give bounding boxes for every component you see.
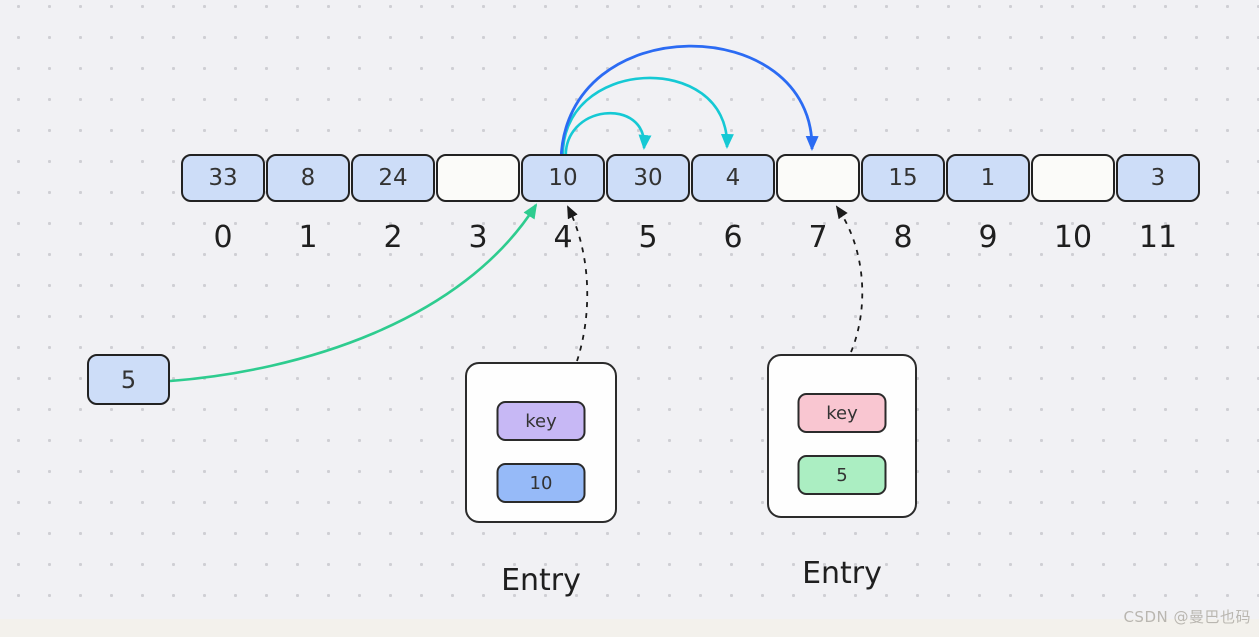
array-cell-value-8: 15 bbox=[888, 165, 918, 191]
index-label-9: 9 bbox=[978, 220, 998, 255]
array-cell-value-1: 8 bbox=[300, 165, 316, 191]
entry2-value-pill: 5 bbox=[797, 455, 887, 495]
index-label-7: 7 bbox=[808, 220, 828, 255]
index-label-3: 3 bbox=[468, 220, 488, 255]
array-cell-4: 10 bbox=[521, 154, 605, 202]
index-label-4: 4 bbox=[553, 220, 573, 255]
array-cell-6: 4 bbox=[691, 154, 775, 202]
probe-value-box: 5 bbox=[87, 354, 170, 405]
array-cell-value-0: 33 bbox=[208, 165, 238, 191]
index-label-10: 10 bbox=[1053, 220, 1093, 255]
probe-arc-4-to-6 bbox=[561, 76, 734, 161]
entry2-key-pill: key bbox=[797, 393, 887, 433]
array-cell-value-11: 3 bbox=[1150, 165, 1166, 191]
array-cell-7 bbox=[776, 154, 860, 202]
array-cell-value-5: 30 bbox=[633, 165, 663, 191]
entry2-label: Entry bbox=[802, 556, 882, 591]
bottom-strip bbox=[0, 619, 1259, 637]
array-cell-value-6: 4 bbox=[725, 165, 741, 191]
entry-card-2: key 5 bbox=[767, 354, 917, 518]
array-cell-11: 3 bbox=[1116, 154, 1200, 202]
index-label-5: 5 bbox=[638, 220, 658, 255]
index-label-0: 0 bbox=[213, 220, 233, 255]
index-label-1: 1 bbox=[298, 220, 318, 255]
entry1-key-pill: key bbox=[496, 401, 586, 441]
probe-arc-4-to-7 bbox=[559, 44, 819, 161]
entry1-label: Entry bbox=[501, 563, 581, 598]
entry1-key-label: key bbox=[525, 410, 557, 432]
index-label-11: 11 bbox=[1138, 220, 1178, 255]
entry2-key-label: key bbox=[826, 402, 858, 424]
entry2-value: 5 bbox=[836, 464, 848, 486]
entry1-value-pill: 10 bbox=[496, 463, 586, 503]
array-cell-8: 15 bbox=[861, 154, 945, 202]
array-cell-value-2: 24 bbox=[378, 165, 408, 191]
array-index-row: 0 1 2 3 4 5 6 7 8 9 10 11 bbox=[181, 218, 1200, 258]
array-cell-0: 33 bbox=[181, 154, 265, 202]
index-label-6: 6 bbox=[723, 220, 743, 255]
index-label-2: 2 bbox=[383, 220, 403, 255]
hash-array-row: 33 8 24 10 30 4 15 1 3 bbox=[181, 154, 1200, 202]
array-cell-value-9: 1 bbox=[980, 165, 996, 191]
array-cell-2: 24 bbox=[351, 154, 435, 202]
array-cell-value-4: 10 bbox=[548, 165, 578, 191]
watermark: CSDN @曼巴也码 bbox=[1123, 608, 1251, 626]
array-cell-5: 30 bbox=[606, 154, 690, 202]
entry-card-1: key 10 bbox=[465, 362, 617, 523]
index-label-8: 8 bbox=[893, 220, 913, 255]
probe-value: 5 bbox=[120, 365, 137, 394]
array-cell-1: 8 bbox=[266, 154, 350, 202]
array-cell-9: 1 bbox=[946, 154, 1030, 202]
entry1-value: 10 bbox=[529, 472, 553, 494]
array-cell-10 bbox=[1031, 154, 1115, 202]
array-cell-3 bbox=[436, 154, 520, 202]
probe-arc-4-to-5 bbox=[564, 111, 652, 161]
